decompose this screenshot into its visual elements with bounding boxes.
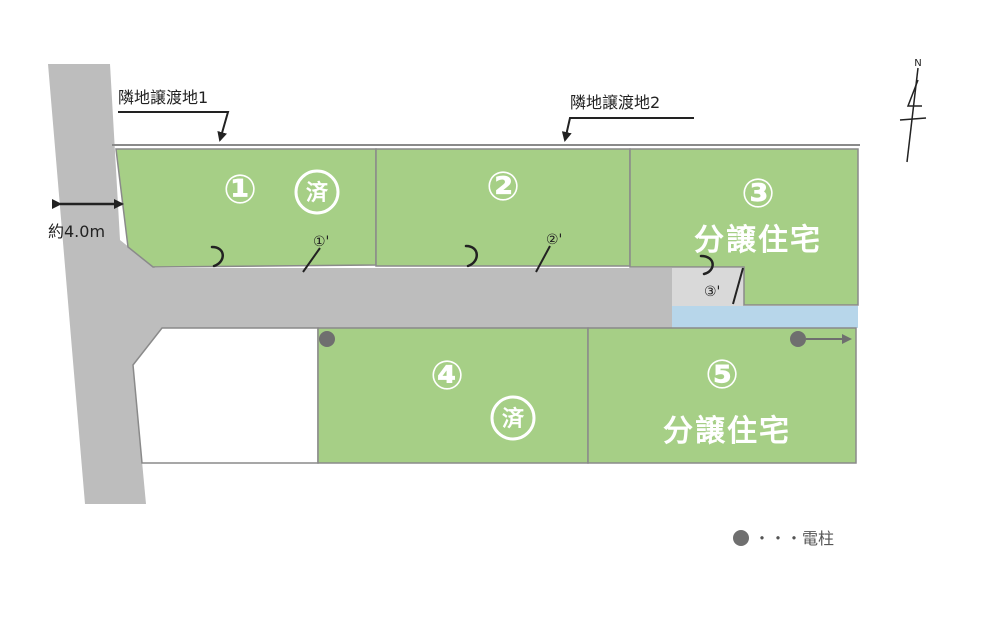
road-width-label: 約4.0m — [48, 222, 105, 241]
neighbor-land-1-label: 隣地譲渡地1 — [118, 88, 208, 107]
driveway-area — [672, 268, 744, 306]
lot-5-number: ⑤ — [705, 352, 739, 398]
lot-4-sold-badge — [490, 395, 536, 441]
neighbor-land-1-leader — [118, 111, 230, 142]
lot-3-number: ③ — [741, 171, 775, 217]
lot-1-sold-badge — [294, 169, 340, 215]
access-line-3 — [732, 267, 744, 305]
water-channel — [672, 306, 858, 328]
access-mark-1: ①' — [313, 234, 329, 250]
public-road — [48, 64, 672, 504]
entry-hook-lot-1 — [210, 245, 224, 268]
existing-property — [132, 327, 319, 464]
lot-3-status: 分譲住宅 — [694, 223, 822, 258]
lot-2 — [375, 148, 631, 267]
access-mark-2: ②' — [546, 232, 562, 248]
lot-1-sold-text: 済 — [306, 180, 329, 206]
legend: ・・・電柱 — [733, 529, 834, 548]
legend-utility-pole-icon — [733, 530, 749, 546]
utility-pole-icon — [319, 331, 335, 347]
neighbor-land-2-label: 隣地譲渡地2 — [570, 93, 660, 112]
north-label: N — [914, 58, 921, 69]
lot-1 — [115, 148, 377, 268]
lot-4-sold-text: 済 — [502, 406, 525, 432]
access-line-2 — [535, 245, 551, 273]
lot-3 — [629, 148, 859, 306]
lot-4 — [317, 327, 589, 464]
north-arrow-icon: N — [899, 58, 927, 163]
lot-5 — [587, 327, 857, 464]
lot-5-status: 分譲住宅 — [663, 414, 791, 449]
lot-1-number: ① — [223, 167, 257, 213]
legend-label: ・・・電柱 — [754, 529, 834, 548]
access-line-1 — [302, 247, 321, 273]
entry-hook-lot-2 — [464, 244, 478, 268]
lot-4-number: ④ — [430, 353, 464, 399]
lot-2-number: ② — [486, 164, 520, 210]
neighbor-land-2-leader — [561, 117, 694, 142]
utility-pole-icon — [790, 331, 806, 347]
access-mark-3: ③' — [704, 284, 720, 300]
entry-hook-lot-3 — [699, 254, 714, 276]
